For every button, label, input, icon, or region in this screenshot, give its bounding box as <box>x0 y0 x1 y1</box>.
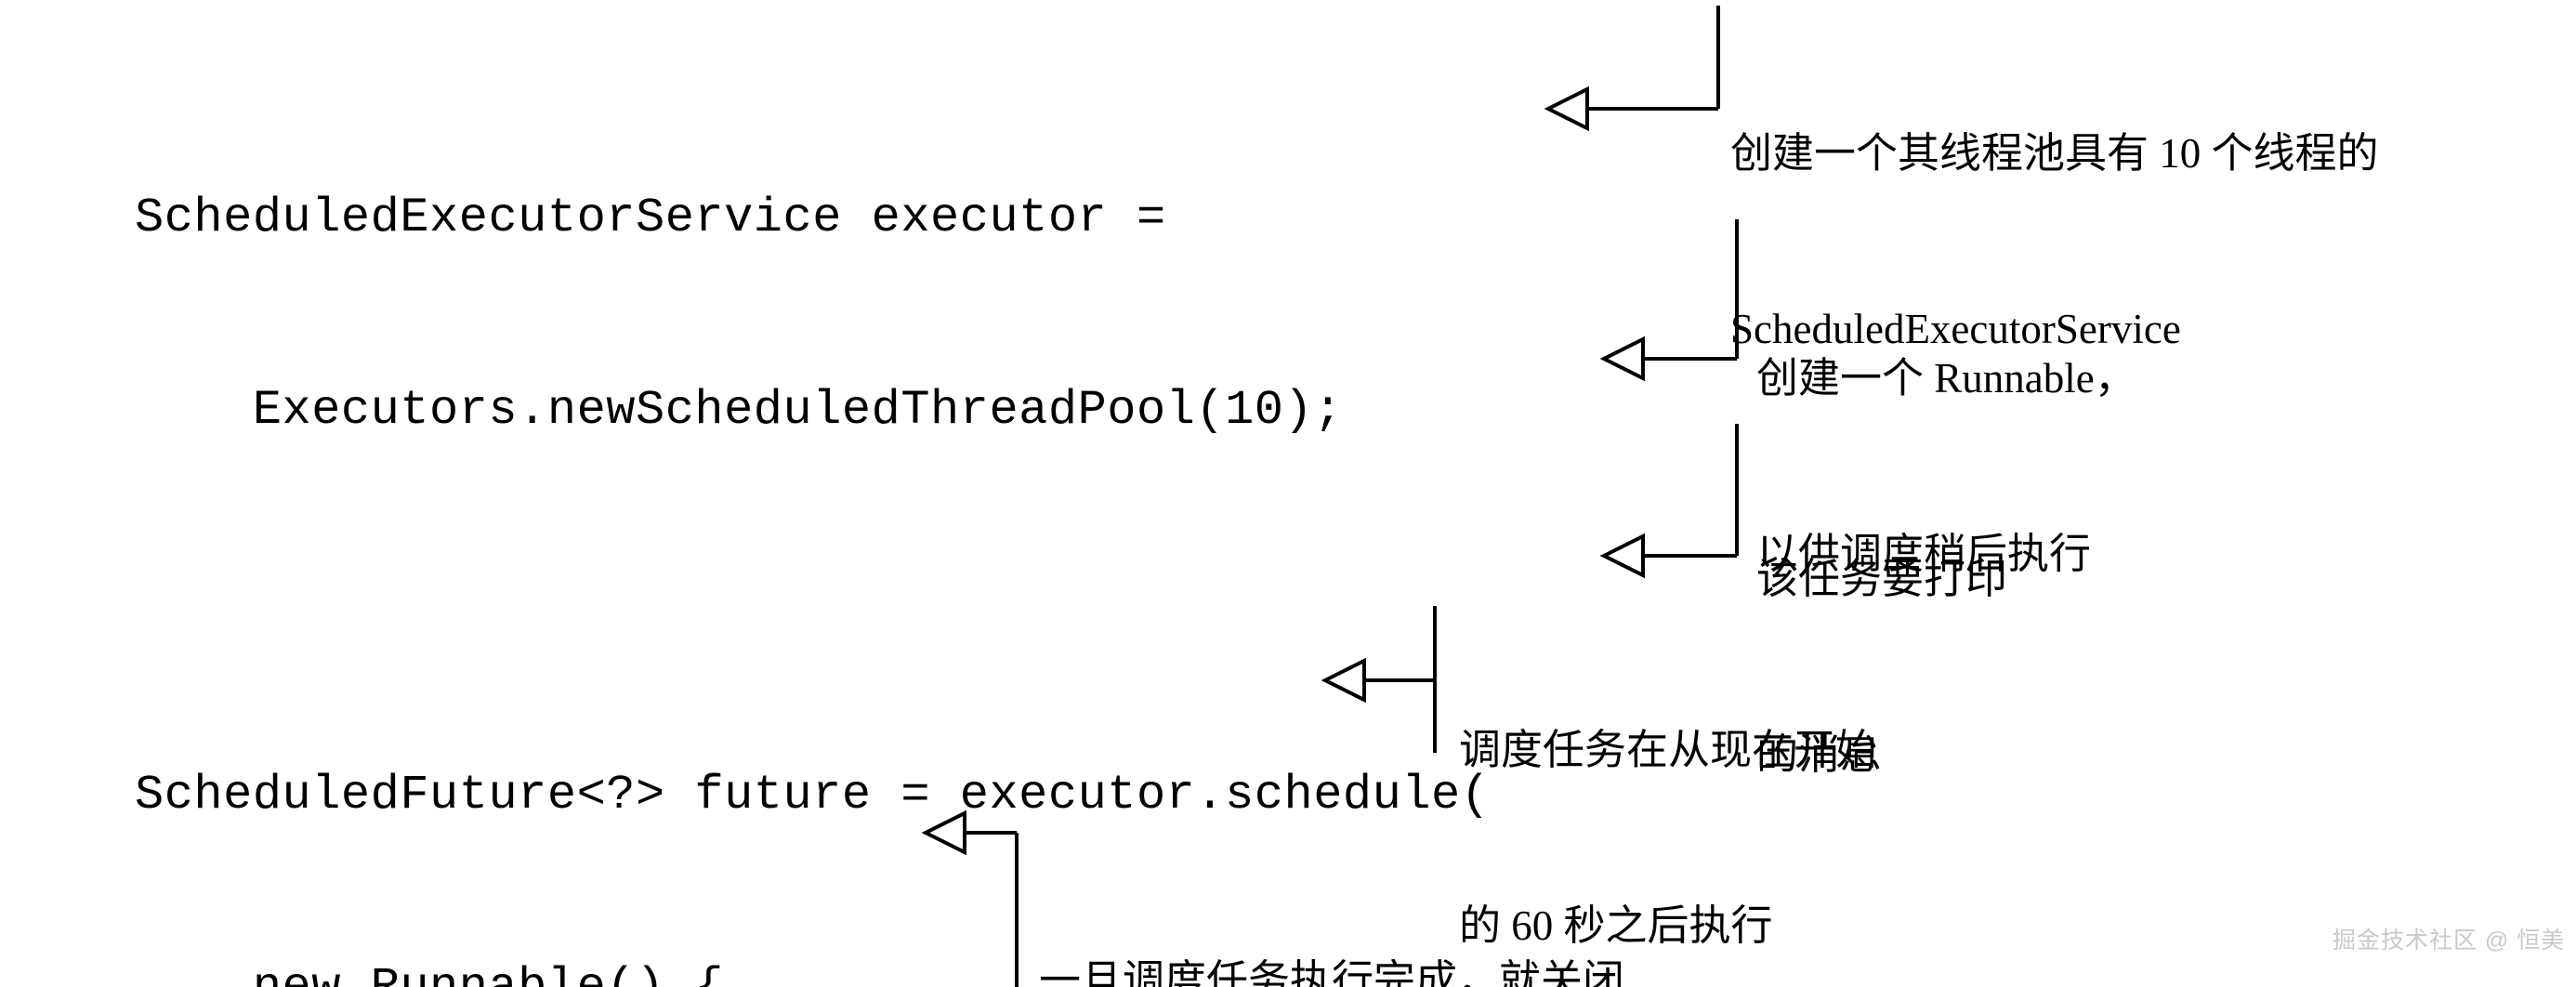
annotation-line: 的 60 秒之后执行 <box>1459 902 1773 949</box>
annotation-line: 一旦调度任务执行完成，就关闭 <box>1039 957 1625 987</box>
annotation-shutdown: 一旦调度任务执行完成，就关闭 ScheduledExecutorService … <box>1039 835 1709 987</box>
annotation-line: ScheduledExecutorService <box>1730 306 2181 352</box>
annotation-line: 调度任务在从现在开始 <box>1459 727 1878 773</box>
code-line-blank <box>135 571 1519 635</box>
leader-line-thread-pool <box>1544 6 1720 132</box>
annotation-runnable: 创建一个 Runnable， 以供调度稍后执行 <box>1756 232 2136 701</box>
annotation-line: 的消息 <box>1756 731 1883 778</box>
annotation-line: 创建一个 Runnable， <box>1756 355 2136 401</box>
code-line: new Runnable() { <box>135 955 1519 987</box>
leader-line-schedule-delay <box>1321 606 1437 753</box>
code-block: ScheduledExecutorService executor = Exec… <box>135 58 1519 987</box>
code-line: ScheduledExecutorService executor = <box>135 191 1166 245</box>
code-line: Executors.newScheduledThreadPool(10); <box>135 383 1343 438</box>
annotation-line: 该任务要打印 <box>1756 556 2008 602</box>
watermark: 掘金技术社区 @ 恒美 <box>2333 928 2566 954</box>
code-line: ScheduledFuture<?> future = executor.sch… <box>135 768 1491 822</box>
leader-line-runnable <box>1599 219 1739 382</box>
leader-line-shutdown <box>921 809 1019 987</box>
annotation-line: 以供调度稍后执行 <box>1756 531 2092 577</box>
annotation-line: 创建一个其线程池具有 10 个线程的 <box>1730 130 2379 177</box>
annotation-schedule-delay: 调度任务在从现在开始 的 60 秒之后执行 <box>1459 604 1877 987</box>
leader-line-print-message <box>1599 424 1739 579</box>
annotation-print-message: 该任务要打印 的消息 <box>1756 433 2007 901</box>
annotation-thread-pool: 创建一个其线程池具有 10 个线程的 ScheduledExecutorServ… <box>1730 7 2379 476</box>
